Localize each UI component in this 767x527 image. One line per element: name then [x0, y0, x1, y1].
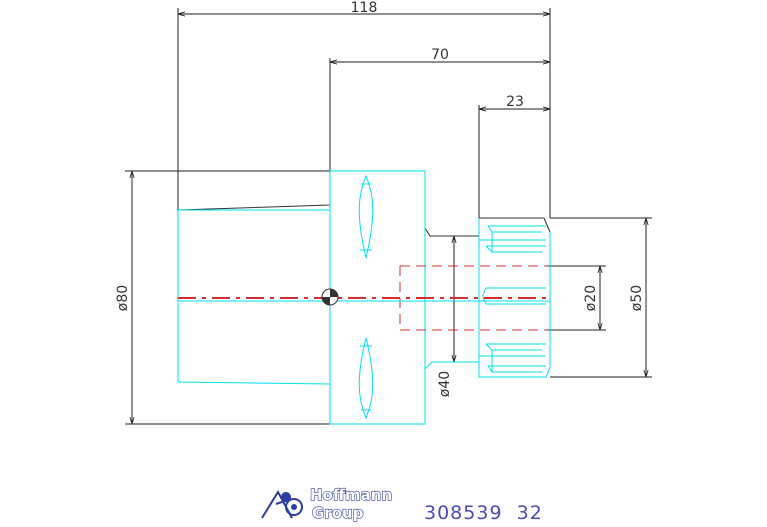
dim-label-20: ø20 [583, 285, 599, 311]
part-number: 308539 32 [424, 502, 543, 523]
part-upper-outline [177, 170, 551, 298]
brand-name-line2: Group [312, 504, 364, 522]
dim-label-70: 70 [431, 47, 449, 63]
dimension-lines [125, 8, 652, 425]
dim-label-50: ø50 [629, 285, 645, 311]
dim-label-23: 23 [506, 94, 524, 110]
center-marker [321, 288, 339, 306]
brand-name-line1: Hoffmann [310, 486, 392, 504]
dim-label-118: 118 [351, 0, 378, 16]
logo-symbol-icon [261, 489, 303, 519]
dim-label-80: ø80 [115, 285, 131, 311]
dim-label-40: ø40 [437, 371, 453, 397]
hoffmann-logo: Hoffmann Group [261, 485, 393, 523]
